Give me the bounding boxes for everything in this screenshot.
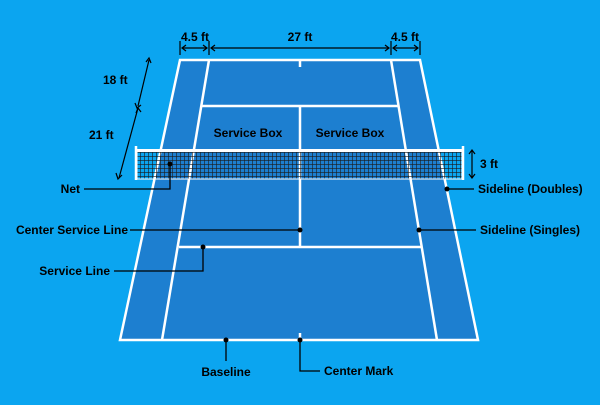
- dimension-service-to-net: 21 ft: [89, 128, 114, 142]
- dimension-alley-left: 4.5 ft: [180, 30, 210, 44]
- dimension-baseline-to-service: 18 ft: [103, 73, 128, 87]
- dimension-arrows-top: [179, 41, 421, 55]
- net-label: Net: [60, 182, 80, 196]
- center-service-line-label: Center Service Line: [15, 223, 128, 237]
- dimension-singles-width: 27 ft: [287, 30, 313, 44]
- dimension-alley-right: 4.5 ft: [390, 30, 420, 44]
- net-height-arrow: [468, 149, 476, 179]
- baseline-label: Baseline: [201, 365, 251, 379]
- service-line-label: Service Line: [39, 264, 110, 278]
- dimension-net-height: 3 ft: [480, 157, 498, 171]
- sideline-doubles-label: Sideline (Doubles): [478, 182, 583, 196]
- singles-sideline-left: [160, 59, 211, 341]
- sideline-singles-label: Sideline (Singles): [480, 223, 581, 237]
- service-box-label-left: Service Box: [213, 126, 283, 140]
- callout-leaders: [84, 164, 476, 372]
- net: [134, 146, 465, 180]
- dimension-arrows-left: [115, 56, 152, 181]
- center-mark-label: Center Mark: [324, 364, 394, 378]
- service-box-label-right: Service Box: [315, 126, 385, 140]
- callout-dots: [167, 161, 450, 343]
- singles-sideline-right: [389, 59, 439, 341]
